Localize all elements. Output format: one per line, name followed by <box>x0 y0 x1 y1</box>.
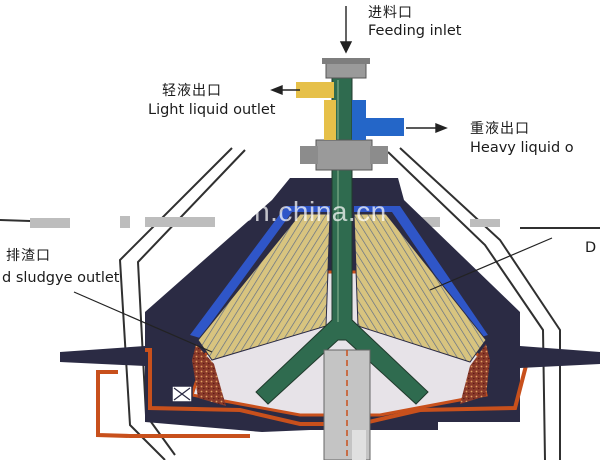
outer-frame-right <box>387 147 600 460</box>
orange-sludge-line-outer <box>96 370 250 438</box>
sediment-right <box>460 344 490 404</box>
right-bracket <box>520 346 600 368</box>
disc-stack-left <box>197 213 331 361</box>
disc-label-cut: D <box>585 240 597 256</box>
sludge-outlet-label-en: d sludgye outlet <box>2 270 120 286</box>
heavy-liquid-pipe-body <box>352 100 366 140</box>
heavy-liquid-label-en: Heavy liquid o <box>470 140 574 156</box>
feed-tube <box>255 73 429 405</box>
disc-stack-right <box>353 213 487 363</box>
blue-channel-left <box>190 206 330 338</box>
disc-leader-line <box>429 237 553 291</box>
orange-sludge-line <box>125 348 530 426</box>
top-fittings <box>300 58 388 171</box>
feeding-inlet-label-cn: 进料口 <box>368 5 413 21</box>
drive-shaft <box>323 349 371 460</box>
discharge-valve-icon <box>171 385 193 403</box>
light-liquid-label-en: Light liquid outlet <box>148 102 276 118</box>
blue-channel-right <box>354 206 488 338</box>
heavy-liquid-pipe <box>358 118 404 136</box>
heavy-outlet-arrow <box>406 122 448 134</box>
watermark-text: en.china.cn <box>238 196 387 227</box>
sludge-outlet-label-cn: 排渣口 <box>6 248 51 264</box>
sludge-leader-line <box>73 291 213 353</box>
light-liquid-label-cn: 轻液出口 <box>162 83 222 99</box>
left-bracket <box>60 346 145 366</box>
feed-arrow <box>339 6 353 54</box>
light-liquid-pipe <box>296 82 334 98</box>
light-liquid-pipe-body <box>324 100 336 140</box>
feeding-inlet-label-en: Feeding inlet <box>368 23 462 39</box>
heavy-liquid-label-cn: 重液出口 <box>470 121 530 137</box>
sediment-left <box>192 344 226 406</box>
light-outlet-arrow <box>270 84 300 96</box>
